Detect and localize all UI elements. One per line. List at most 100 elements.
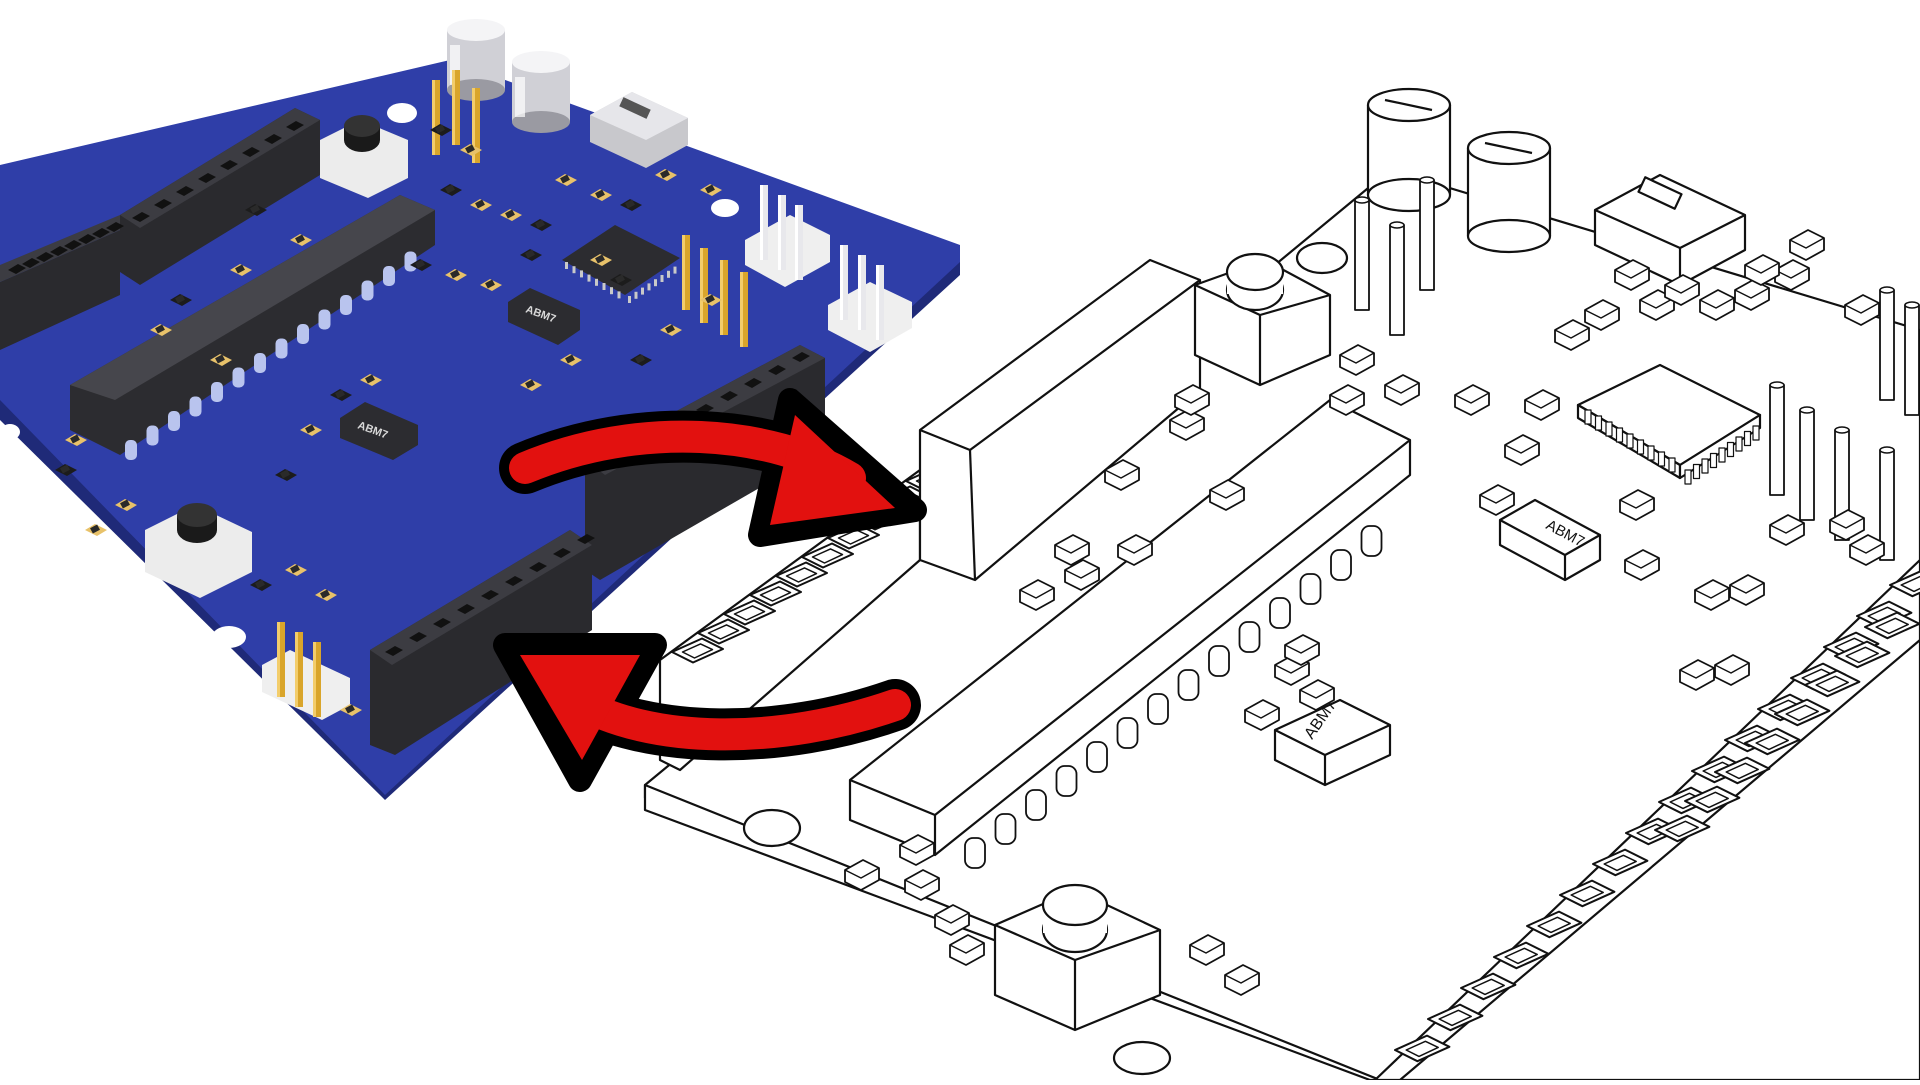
pcb-header-pin-highlight xyxy=(840,245,843,320)
line-art-header-socket xyxy=(1845,646,1879,664)
pcb-header-hole xyxy=(176,186,194,196)
pcb-smd-body xyxy=(525,379,535,389)
pcb-dip-chip xyxy=(70,195,435,460)
pcb-smd-body xyxy=(560,174,570,184)
pcb-smd-body xyxy=(175,294,185,304)
line-art-smd-component xyxy=(1299,679,1335,711)
line-art-smd-component xyxy=(1104,459,1140,491)
line-art-qfp-pin xyxy=(1584,409,1592,425)
pcb-header-hole xyxy=(577,534,595,544)
line-art-dip-pin xyxy=(1269,597,1291,629)
pcb-header-hole xyxy=(92,228,110,238)
pcb-pushbutton xyxy=(145,503,252,598)
pcb-qfp-pin xyxy=(673,266,677,274)
line-art-dip-pin xyxy=(1360,525,1383,557)
line-art-dip-pin xyxy=(1238,621,1261,653)
line-art-smd-component xyxy=(1694,579,1730,611)
pcb-qfp-chip xyxy=(562,225,680,303)
pcb-header-hole xyxy=(22,258,40,268)
pcb-smd-body xyxy=(290,564,300,574)
pcb-header-hole xyxy=(64,240,82,250)
pcb-header-pin xyxy=(858,255,866,330)
pcb-smd-body xyxy=(595,189,605,199)
pcb-qfp-pin xyxy=(565,262,568,269)
line-art-smd-edge xyxy=(1849,542,1885,554)
line-art-header-socket xyxy=(1471,978,1505,996)
pcb-header-pin xyxy=(452,70,460,145)
pcb-header-pin-highlight xyxy=(778,195,781,270)
line-art-smd-edge xyxy=(1479,492,1515,504)
line-art-header-socket xyxy=(1755,733,1789,751)
pcb-smd-body xyxy=(335,389,345,399)
line-art-smd-component xyxy=(1224,964,1260,996)
pcb-smd-body xyxy=(635,354,645,364)
line-art-smd-edge xyxy=(1169,417,1205,429)
pcb-header-pin xyxy=(778,195,786,270)
line-art-header-pin xyxy=(1769,384,1785,496)
line-art-dip-pin xyxy=(1086,741,1108,773)
line-art-header-pin xyxy=(1904,304,1920,416)
pcb-header-hole xyxy=(720,391,738,401)
pcb-header-hole xyxy=(792,352,810,362)
pcb-header-pin xyxy=(472,88,480,163)
line-art-dip-pin xyxy=(994,813,1017,845)
line-art-smd-edge xyxy=(1224,972,1260,984)
line-art-smd-edge xyxy=(1524,397,1560,409)
pcb-header-hole xyxy=(50,246,68,256)
line-art-dip-pin xyxy=(1116,717,1139,749)
line-art-qfp-pin xyxy=(1701,458,1709,474)
line-art-header-pin-tip xyxy=(1389,221,1405,229)
pcb-header-pin xyxy=(760,185,768,260)
line-art-qfp-pin xyxy=(1735,436,1743,452)
pcb-smd-body xyxy=(615,274,625,284)
line-art-smd-component xyxy=(1699,289,1735,321)
line-art-smd-edge xyxy=(1699,297,1735,309)
line-art-smd-edge xyxy=(1714,662,1750,674)
pcb-qfp-pin xyxy=(654,279,657,287)
line-art-header-right xyxy=(1373,558,1920,1082)
pcb-crystal: ABM7 xyxy=(340,402,418,460)
pcb-smd-body xyxy=(475,199,485,209)
line-art-smd-component xyxy=(1614,259,1650,291)
line-art-qfp-pin xyxy=(1668,457,1676,473)
line-art-smd-edge xyxy=(1584,307,1620,319)
pcb-qfp-pin xyxy=(617,291,621,299)
pcb-qfp-pin xyxy=(580,270,583,278)
pcb-header-hole xyxy=(36,252,54,262)
line-art-smd-component xyxy=(1054,534,1090,566)
line-art-qfp-pin xyxy=(1684,469,1692,485)
line-art-smd-edge xyxy=(1454,392,1490,404)
line-art-smd-edge xyxy=(1064,567,1100,579)
pcb-header-hole xyxy=(106,222,124,232)
pcb-crystal: ABM7 xyxy=(508,288,580,345)
line-art-capacitor xyxy=(1466,130,1552,254)
pcb-header-hole xyxy=(78,234,96,244)
line-art-smd-component xyxy=(1584,299,1620,331)
pcb-dip-pin xyxy=(318,309,331,330)
pcb-header-pin xyxy=(720,260,728,335)
pcb-header-hole xyxy=(242,147,260,157)
line-art-smd-component xyxy=(844,859,880,891)
line-art-smd-edge xyxy=(1274,662,1310,674)
pcb-smd-body xyxy=(155,324,165,334)
line-art-header-socket xyxy=(681,643,714,659)
pcb-header-pin xyxy=(682,235,690,310)
line-art-header-socket xyxy=(1875,617,1909,635)
pcb-header-hole xyxy=(220,160,238,170)
line-art-header-socket xyxy=(1603,854,1637,872)
pcb-smd-body xyxy=(320,589,330,599)
line-art-smd-component xyxy=(1284,634,1320,666)
pcb-smd-body xyxy=(415,259,425,269)
line-art-qfp-pin xyxy=(1692,463,1701,480)
pcb-header-hole xyxy=(768,365,786,375)
pcb-smd-body xyxy=(505,209,515,219)
line-art-smd-component xyxy=(1744,254,1780,286)
pcb-smd-body xyxy=(450,269,460,279)
pcb-header-pin-highlight xyxy=(452,70,455,145)
line-art-smd-component xyxy=(1679,659,1715,691)
line-art-smd-edge xyxy=(1679,667,1715,679)
line-art-header-socket xyxy=(1438,1009,1472,1027)
line-art-header-pin xyxy=(1354,199,1370,311)
line-art-smd-edge xyxy=(1104,467,1140,479)
pcb-header-pin xyxy=(840,245,848,320)
